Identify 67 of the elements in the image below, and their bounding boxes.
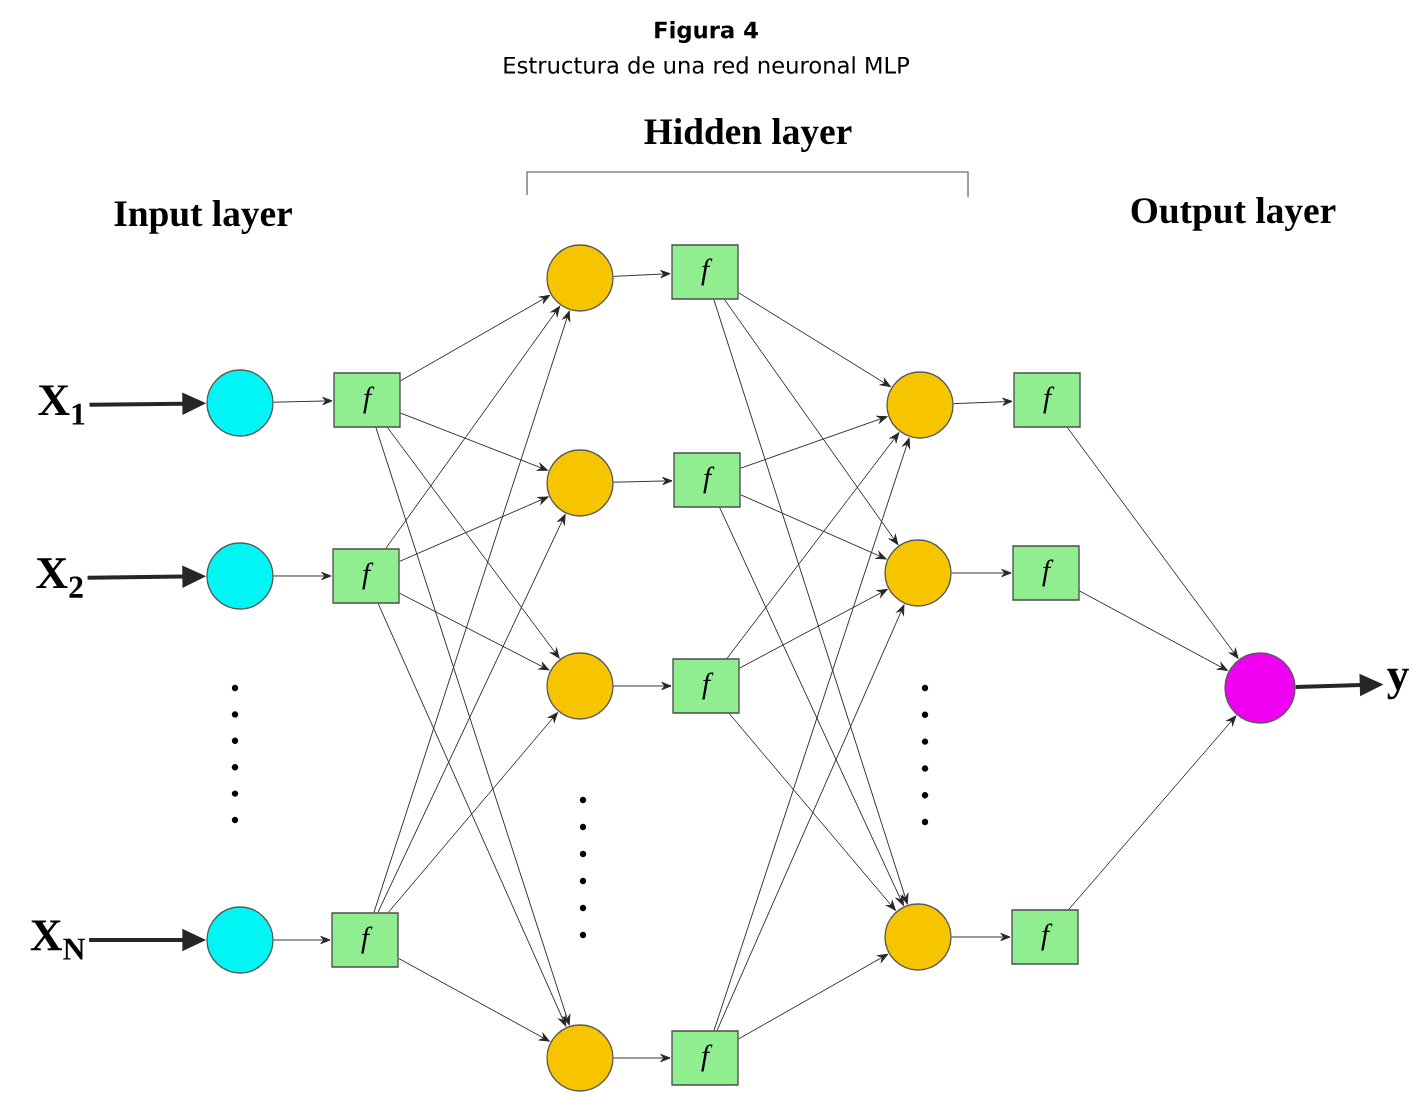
arrow [399, 496, 549, 562]
hidden-neuron [546, 244, 614, 312]
figure-caption: Estructura de una red neuronal MLP [504, 56, 910, 74]
input-label: X$_{1}$ [38, 385, 85, 425]
arrow [273, 396, 333, 406]
activation-box: f [671, 1030, 739, 1086]
arrow [738, 292, 891, 388]
input-neuron [206, 542, 274, 610]
arrow [373, 310, 571, 913]
output-label: y [1387, 668, 1409, 700]
activation-box: f [333, 372, 401, 428]
arrow [387, 712, 558, 913]
activation-box: f [673, 452, 741, 508]
arrow [716, 604, 905, 1031]
arrow [740, 494, 887, 560]
arrow [738, 953, 889, 1040]
arrow [951, 932, 1011, 942]
arrow [273, 571, 332, 581]
input-neuron [206, 369, 274, 437]
figure-title: Figura 4 [655, 20, 758, 44]
arrow [713, 299, 909, 905]
hidden-neuron [546, 1024, 614, 1092]
arrow [713, 437, 911, 1031]
activation-box: f [332, 548, 400, 604]
arrow [387, 427, 560, 659]
arrow [739, 588, 888, 669]
arrow [613, 681, 672, 691]
arrow [398, 958, 550, 1042]
input-label: X$_{2}$ [36, 558, 83, 598]
output-neuron [1224, 652, 1296, 724]
hidden-neuron [884, 539, 952, 607]
arrow [613, 270, 671, 279]
arrow [728, 713, 896, 911]
arrow [953, 397, 1013, 406]
arrow [951, 568, 1012, 578]
hidden-neuron [884, 903, 952, 971]
layer-label: Input layer [114, 200, 292, 234]
arrow [613, 476, 673, 486]
activation-box: f [671, 244, 739, 300]
arrow [377, 514, 566, 913]
activation-box: f [1013, 372, 1081, 428]
arrow [1079, 590, 1228, 671]
activation-box: f [672, 658, 740, 714]
layer-label: Hidden layer [644, 118, 852, 152]
activation-box: f [331, 912, 399, 968]
arrow [740, 415, 888, 469]
arrow [726, 432, 900, 659]
input-neuron [206, 906, 274, 974]
arrow [273, 935, 331, 945]
layer-label: Output layer [1131, 197, 1336, 231]
arrow [375, 427, 571, 1026]
arrow [613, 1053, 671, 1063]
hidden-neuron [886, 371, 954, 439]
activation-box: f [1011, 909, 1079, 965]
arrow [1068, 715, 1237, 910]
arrow [719, 507, 904, 906]
activation-box: f [1012, 545, 1080, 601]
hidden-neuron [546, 449, 614, 517]
input-label: X$_{N}$ [30, 920, 86, 960]
arrow [400, 412, 548, 471]
hidden-neuron [546, 652, 614, 720]
arrow [385, 305, 561, 549]
arrow [1066, 427, 1239, 659]
arrow [400, 294, 551, 382]
arrow [724, 299, 899, 545]
arrow [377, 603, 567, 1027]
arrow [399, 592, 550, 671]
